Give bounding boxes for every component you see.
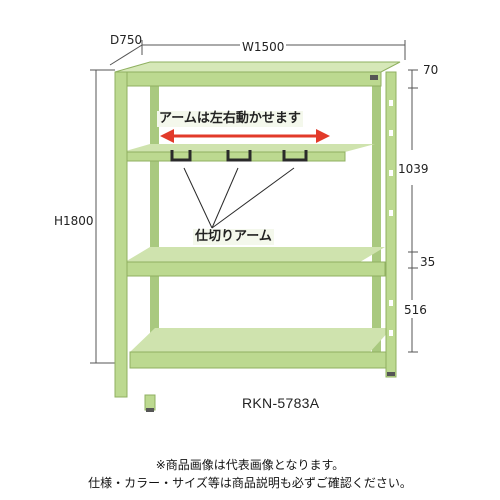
bottom-shelf: [129, 328, 392, 369]
middle-shelf: [124, 247, 386, 277]
back-frame: [150, 72, 381, 362]
partition-arms: [170, 150, 308, 162]
partition-arm-left: [170, 150, 192, 162]
dimension-lines: [90, 40, 418, 364]
spec-notice: 仕様・カラー・サイズ等は商品説明も必ずご確認ください。: [88, 476, 412, 490]
partition-arm-right: [282, 150, 308, 162]
model-number: RKN-5783A: [242, 395, 320, 411]
width-label: W1500: [240, 40, 287, 54]
lower-span-label: 516: [404, 303, 427, 317]
front-frame: [114, 71, 397, 412]
depth-label: D750: [110, 33, 143, 47]
partition-arm-caption: 仕切りアーム: [193, 229, 274, 245]
top-gap-label: 70: [423, 63, 439, 77]
depth-dimension-line: [109, 44, 143, 66]
top-shelf: [114, 61, 401, 87]
movable-arrow: [160, 129, 330, 143]
arm-movable-caption: アームは左右動かせます: [157, 111, 303, 127]
upper-span-label: 1039: [398, 162, 429, 176]
mid-gap-label: 35: [420, 255, 436, 269]
image-notice: ※商品画像は代表画像となります。: [155, 458, 345, 472]
post-holes: [389, 100, 393, 336]
arm-pointers: [183, 167, 295, 229]
partition-arm-center: [226, 150, 252, 162]
height-label: H1800: [54, 214, 94, 228]
